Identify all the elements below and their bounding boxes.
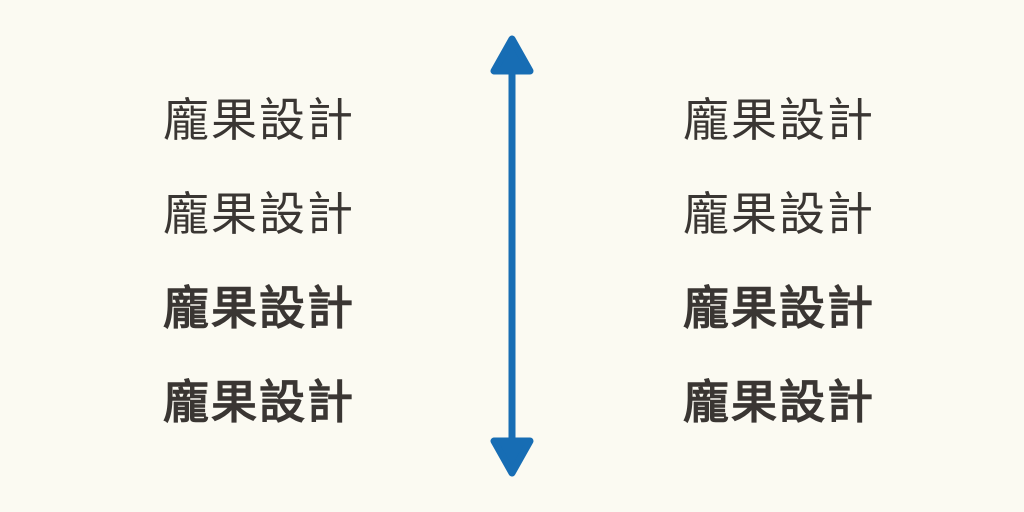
vertical-double-arrow-icon: [482, 28, 542, 484]
sans-sample-regular: 龐果設計: [163, 188, 355, 240]
serif-column: 龐果設計 龐果設計 龐果設計 龐果設計: [683, 70, 875, 446]
sans-sample-thin: 龐果設計: [163, 94, 355, 146]
serif-sample-regular: 龐果設計: [683, 189, 875, 240]
sans-sample-bold: 龐果設計: [163, 376, 355, 428]
sans-serif-column: 龐果設計 龐果設計 龐果設計 龐果設計: [163, 70, 355, 446]
serif-sample-medium: 龐果設計: [683, 283, 875, 334]
sans-sample-medium: 龐果設計: [163, 282, 355, 334]
serif-sample-thin: 龐果設計: [683, 95, 875, 146]
serif-sample-bold: 龐果設計: [683, 377, 875, 428]
